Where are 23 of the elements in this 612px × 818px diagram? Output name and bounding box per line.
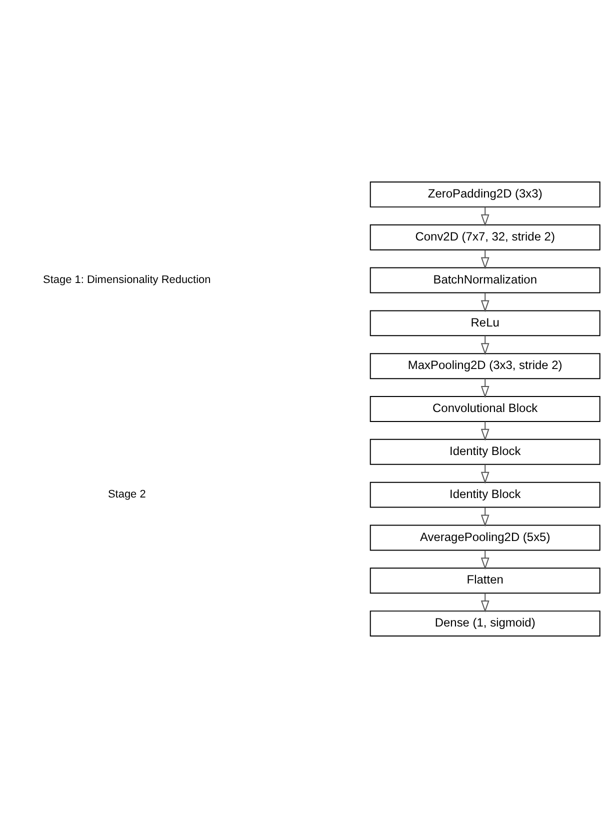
- node-box: MaxPooling2D (3x3, stride 2): [370, 353, 600, 380]
- arrow: [480, 249, 490, 270]
- node-box: Flatten: [370, 568, 600, 594]
- node-box: ZeroPadding2D (3x3): [370, 182, 600, 208]
- node-box: Dense (1, sigmoid): [370, 610, 600, 636]
- arrow: [480, 335, 490, 356]
- node-box: Identity Block: [370, 482, 600, 508]
- node-box: ReLu: [370, 310, 600, 336]
- arrow: [480, 592, 490, 613]
- label: Stage 2: [108, 488, 146, 501]
- arrow: [480, 378, 490, 398]
- arrow: [480, 464, 490, 484]
- arrow: [480, 506, 490, 527]
- arrow: [480, 206, 490, 226]
- node-box: BatchNormalization: [370, 267, 600, 294]
- label: Stage 1: Dimensionality Reduction: [43, 274, 211, 286]
- node-box: Conv2D (7x7, 32, stride 2): [370, 224, 600, 250]
- arrow: [480, 292, 490, 312]
- arrow: [480, 421, 490, 441]
- arrow: [480, 550, 490, 570]
- node-box: AveragePooling2D (5x5): [370, 524, 600, 551]
- node-box: Convolutional Block: [370, 396, 600, 422]
- node-box: Identity Block: [370, 438, 600, 465]
